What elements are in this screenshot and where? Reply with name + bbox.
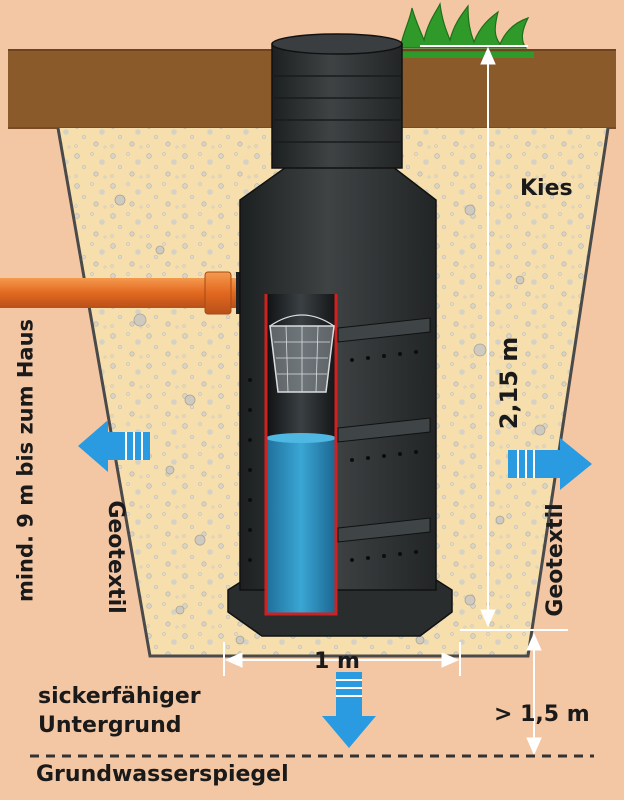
label-groundwater: Grundwasserspiegel (36, 762, 289, 787)
water-fill (266, 438, 336, 614)
label-geotextil-right: Geotextil (543, 503, 568, 617)
depth-dimension (420, 45, 568, 631)
excavation-edge (56, 127, 610, 658)
label-min-distance: mind. 9 m bis zum Haus (13, 318, 38, 603)
label-geotextil-left: Geotextil (103, 500, 128, 614)
label-depth: 2,15 m (495, 336, 523, 430)
tank-ribs (337, 317, 431, 543)
tank-perforations (248, 350, 418, 562)
label-subsoil-line1: sickerfähiger (38, 684, 201, 709)
label-kies: Kies (520, 176, 573, 201)
label-clearance: > 1,5 m (494, 702, 590, 727)
label-width: 1 m (314, 649, 360, 674)
grass-icon (396, 1, 534, 58)
width-dimension (223, 642, 461, 676)
outflow-arrow-left (78, 420, 150, 472)
label-subsoil-line2: Untergrund (38, 713, 182, 738)
tank-riser (271, 33, 403, 169)
clearance-dimension (526, 632, 542, 756)
filter-basket-icon (269, 314, 335, 393)
outflow-arrow-down (322, 672, 376, 748)
gravel-pebbles (114, 194, 546, 645)
outflow-arrow-right (508, 438, 592, 490)
